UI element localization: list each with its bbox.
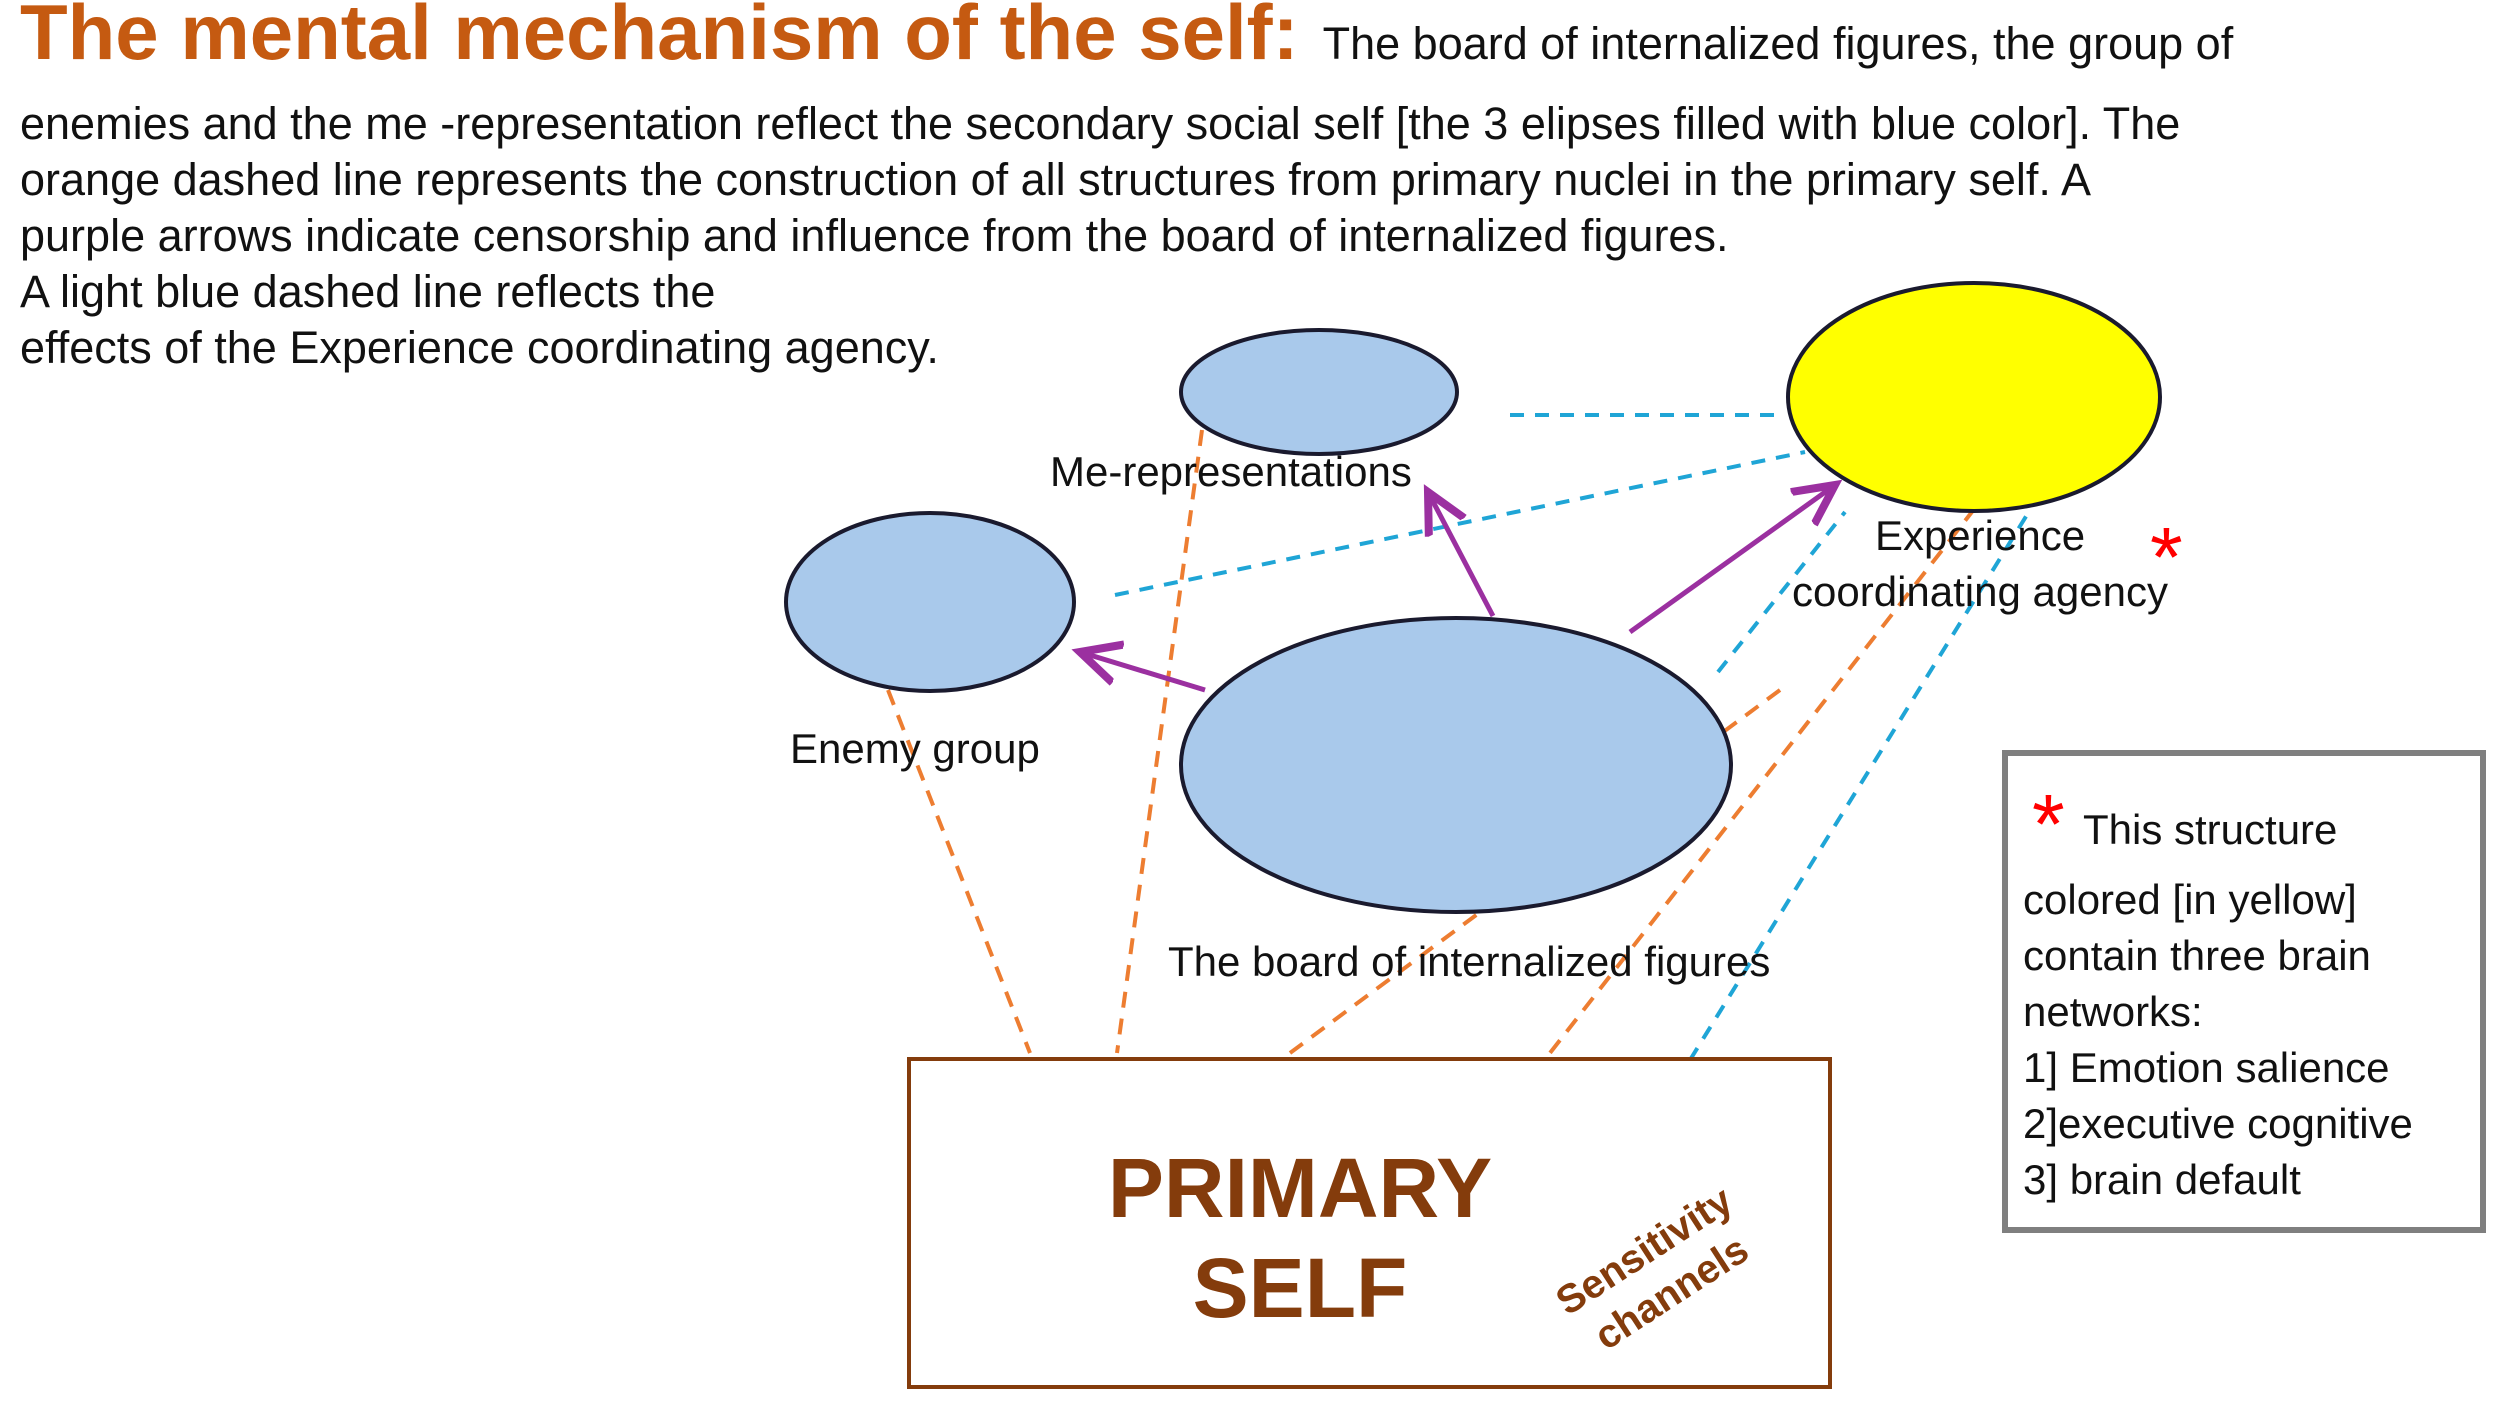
primary-self-line2: SELF [1192,1241,1408,1335]
intro-line-5: effects of the Experience coordinating a… [20,322,939,373]
note-box [2002,750,2486,1233]
primary-self-label: PRIMARY SELF [1020,1138,1580,1338]
page-title: The mental mechanism of the self: [20,0,1299,76]
intro-line-4: A light blue dashed line reflects the [20,266,716,317]
orange-dashed-line-experience [1548,506,1977,1055]
me-representations-label: Me-representations [1050,448,1412,495]
primary-self-box [907,1057,1832,1389]
enemy-group-ellipse [784,511,1076,693]
board-ellipse [1179,616,1733,914]
intro-paragraph: The mental mechanism of the self:The boa… [20,0,2490,72]
intro-first-line: The board of internalized figures, the g… [1322,18,2234,69]
me-representations-ellipse [1179,328,1459,456]
board-label: The board of internalized figures [1168,938,1771,985]
experience-label-line2: coordinating agency [1792,568,2168,615]
orange-dashed-line-me [1115,429,1204,1054]
blue-dashed-line-board [1716,510,1847,674]
note-line-5: 1] Emotion salience [2023,1044,2390,1091]
note-line-1: This structure [2083,806,2338,853]
experience-ellipse [1786,281,2162,513]
purple-arrow-to-enemy [1080,652,1206,693]
orange-dashed-line-enemy [886,689,1032,1054]
enemy-group-label: Enemy group [790,725,1040,772]
note-line-3: contain three brain [2023,932,2371,979]
blue-dashed-line-primary [1688,508,2032,1062]
note-line-2: colored [in yellow] [2023,876,2357,923]
intro-line-2: orange dashed line represents the constr… [20,154,2091,205]
experience-star: * [2150,510,2183,604]
note-line-4: networks: [2023,988,2203,1035]
note-line-6: 2]executive cognitive [2023,1100,2413,1147]
purple-arrow-to-experience [1628,485,1835,635]
note-line-7: 3] brain default [2023,1156,2301,1203]
experience-label: Experience coordinating agency [1760,508,2200,620]
intro-line-1: enemies and the me -representation refle… [20,98,2181,149]
primary-self-line1: PRIMARY [1107,1141,1493,1235]
experience-label-line1: Experience [1874,512,2086,559]
note-star: * [2032,777,2065,871]
intro-line-3: purple arrows indicate censorship and in… [20,210,1729,261]
purple-arrow-to-me [1428,492,1496,618]
